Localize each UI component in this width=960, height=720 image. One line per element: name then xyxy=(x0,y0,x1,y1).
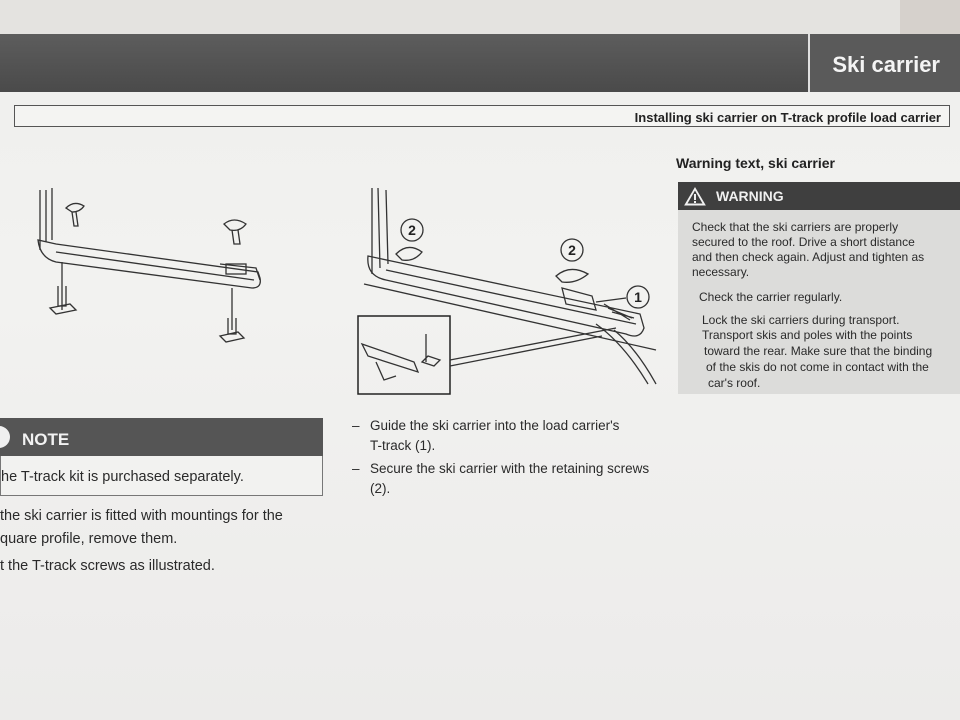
warning-line: car's roof. xyxy=(708,376,761,390)
warning-line: Check the carrier regularly. xyxy=(699,290,843,304)
warning-line: toward the rear. Make sure that the bind… xyxy=(704,344,933,358)
warning-body: Check that the ski carriers are properly… xyxy=(678,210,960,394)
step-line: Guide the ski carrier into the load carr… xyxy=(370,418,620,433)
left-instruction-line: the ski carrier is fitted with mountings… xyxy=(0,508,283,524)
warning-line: Check that the ski carriers are properly xyxy=(692,220,899,234)
warning-line: secured to the roof. Drive a short dista… xyxy=(692,235,915,249)
step-line: (2). xyxy=(370,481,391,496)
warning-bar: WARNING xyxy=(678,182,960,210)
section-title-box: Installing ski carrier on T-track profil… xyxy=(14,105,950,127)
warning-line: Transport skis and poles with the points xyxy=(702,328,913,342)
chapter-title: Ski carrier xyxy=(832,52,940,77)
note-bar: NOTE xyxy=(0,418,323,456)
step-line: Secure the ski carrier with the retainin… xyxy=(370,461,650,476)
warning-heading: Warning text, ski carrier xyxy=(676,155,835,171)
step-dash: – xyxy=(352,418,360,433)
step-line: T-track (1). xyxy=(370,438,436,453)
warning-line: of the skis do not come in contact with … xyxy=(706,360,929,374)
warning-label: WARNING xyxy=(716,188,784,204)
left-instruction-line: quare profile, remove them. xyxy=(0,531,178,547)
callout-1: 1 xyxy=(634,289,642,305)
callout-2-right: 2 xyxy=(568,242,576,258)
note-label: NOTE xyxy=(22,430,70,449)
chapter-tab xyxy=(808,34,960,92)
warning-line: and then check again. Adjust and tighten… xyxy=(692,250,925,264)
page-top-margin xyxy=(0,0,960,34)
left-instruction-line: t the T-track screws as illustrated. xyxy=(0,558,215,574)
figure-guide-into-track: 2 2 1 xyxy=(357,187,657,395)
section-title: Installing ski carrier on T-track profil… xyxy=(634,110,941,125)
warning-line: Lock the ski carriers during transport. xyxy=(702,313,900,327)
chapter-header: Ski carrier xyxy=(0,34,960,92)
note-circle-icon xyxy=(0,426,10,448)
note-text: he T-track kit is purchased separately. xyxy=(1,469,244,485)
note-body: he T-track kit is purchased separately. xyxy=(0,456,323,496)
warning-line: necessary. xyxy=(692,265,750,279)
step-dash: – xyxy=(352,461,360,476)
figure-t-track-screws xyxy=(37,188,261,343)
warning-triangle-icon xyxy=(684,187,706,206)
callout-2-left: 2 xyxy=(408,222,416,238)
